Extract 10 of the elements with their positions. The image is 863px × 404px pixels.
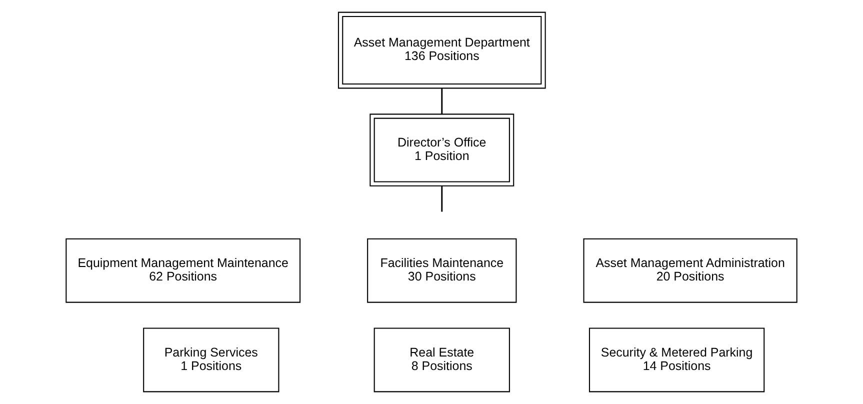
node-box: Equipment Management Maintenance 62 Positions: [66, 238, 301, 303]
connector: [441, 88, 443, 114]
node-box: Director’s Office 1 Position: [370, 114, 514, 186]
node-box: Asset Management Department 136 Positions: [338, 12, 546, 89]
node-box: Parking Services 1 Positions: [143, 328, 280, 392]
node-box: Real Estate 8 Positions: [374, 328, 510, 392]
node-box: Security & Metered Parking 14 Positions: [588, 328, 765, 392]
node-box: Asset Management Administration 20 Positions: [583, 238, 798, 303]
connector: [441, 186, 443, 212]
node-box: Facilities Maintenance 30 Positions: [367, 238, 517, 303]
